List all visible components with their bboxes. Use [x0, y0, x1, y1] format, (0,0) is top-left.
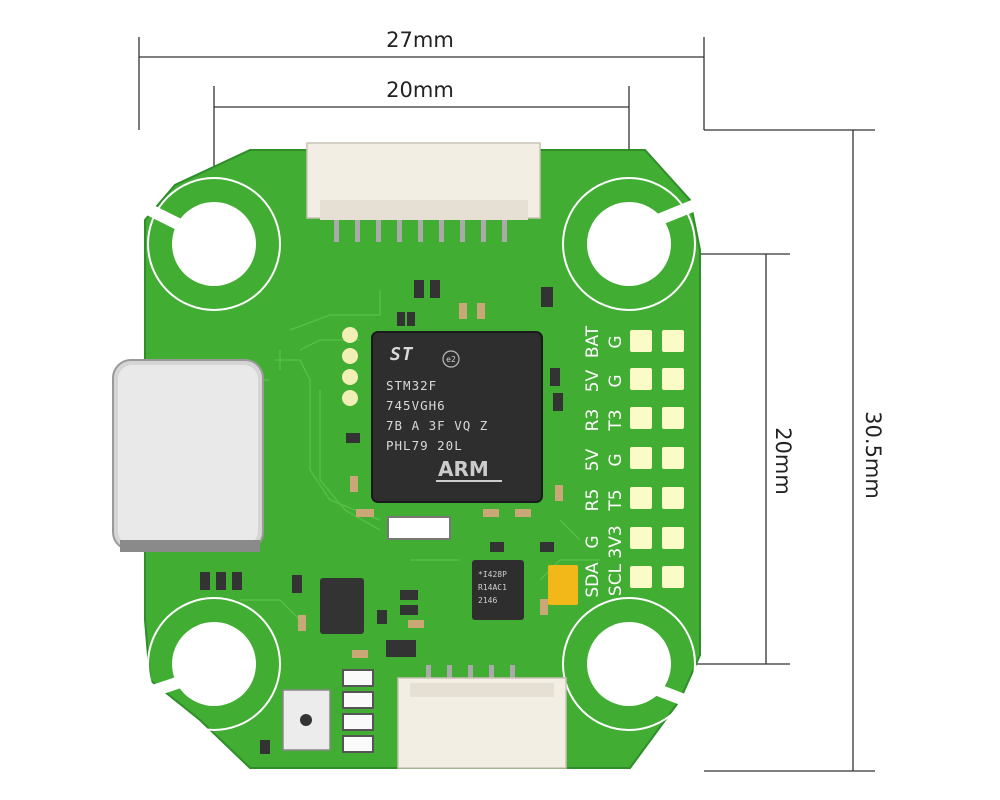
small-chip-line-1: *I428P [478, 570, 507, 579]
pad-label-t5: T5 [606, 489, 626, 511]
dim-label-20mm-vertical: 20mm [771, 427, 795, 495]
pad-label-g-2: G [606, 374, 626, 387]
boot-button [282, 689, 331, 751]
small-chip-line-2: R14AC1 [478, 583, 507, 592]
pad-label-r5: R5 [583, 489, 603, 512]
passive-components [200, 280, 563, 754]
mount-hole-bottom-right [562, 597, 700, 731]
solder-pad-grid [630, 330, 684, 588]
dim-label-20mm-horizontal: 20mm [386, 78, 454, 102]
led-array [342, 669, 374, 753]
pad-labels: BAT G 5V G R3 T3 5V G R5 T5 G 3V3 SDA SC… [583, 325, 626, 597]
st-logo-icon: ST [390, 344, 414, 365]
pad-label-5v-2: 5V [583, 448, 603, 471]
mount-hole-top-left [147, 177, 281, 311]
pad-label-5v-1: 5V [583, 369, 603, 392]
transistor [386, 640, 416, 657]
yellow-capacitor [548, 565, 578, 605]
mcu-brand: ARM [438, 457, 489, 481]
pad-label-3v3: 3V3 [606, 525, 626, 558]
passive-components-tan [298, 303, 563, 658]
bottom-connector-pins [426, 665, 515, 685]
pad-label-t3: T3 [606, 409, 626, 431]
pad-label-scl: SCL [606, 563, 626, 596]
pad-label-g-3: G [606, 453, 626, 466]
mcu-chip: ST e2 STM32F 745VGH6 7B A 3F VQ Z PHL79 … [371, 331, 543, 503]
pad-label-g-4: G [583, 535, 603, 548]
top-connector [306, 142, 541, 242]
dim-label-30-5mm: 30.5mm [861, 411, 885, 499]
pad-label-r3: R3 [583, 409, 603, 432]
mount-hole-bottom-left [147, 597, 281, 731]
mcu-line-1: STM32F [386, 378, 437, 393]
pad-label-g-1: G [606, 335, 626, 348]
side-pads [342, 327, 358, 406]
usb-c-port [112, 359, 264, 552]
pad-label-sda: SDA [583, 562, 603, 598]
mcu-line-4: PHL79 20L [386, 438, 463, 453]
top-connector-pins [334, 220, 507, 242]
pcb-board: ST e2 STM32F 745VGH6 7B A 3F VQ Z PHL79 … [112, 142, 701, 769]
bottom-connector [397, 665, 567, 769]
pad-label-bat: BAT [583, 325, 603, 358]
mcu-ver-mark: e2 [446, 355, 456, 364]
small-chip: *I428P R14AC1 2146 [472, 560, 524, 620]
dim-label-27mm: 27mm [386, 28, 454, 52]
misc-chip [320, 578, 364, 634]
mcu-line-3: 7B A 3F VQ Z [386, 418, 488, 433]
small-chip-line-3: 2146 [478, 596, 497, 605]
mount-hole-top-right [562, 177, 698, 311]
mcu-line-2: 745VGH6 [386, 398, 446, 413]
ver-badge [442, 350, 460, 368]
crystal-oscillator [387, 516, 451, 540]
